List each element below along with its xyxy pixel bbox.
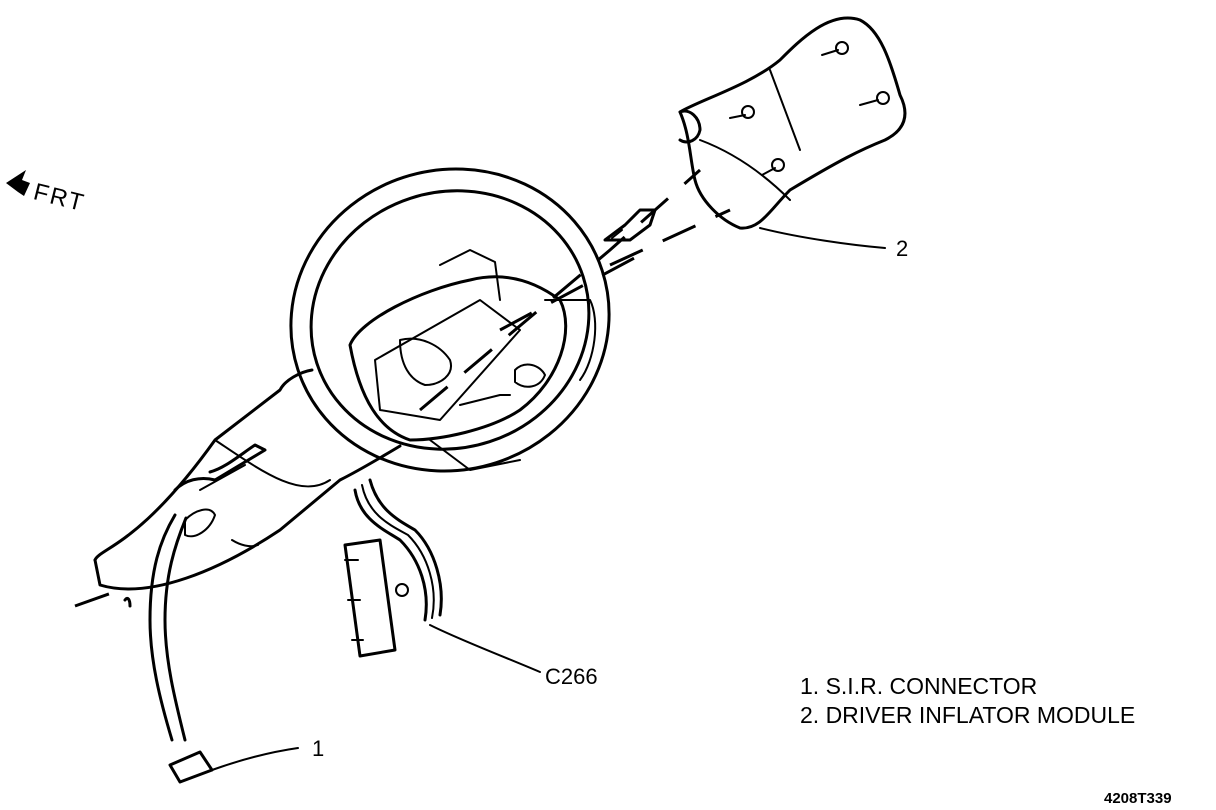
steering-column [74, 368, 402, 608]
c266-harness [343, 478, 443, 658]
steering-wheel [289, 167, 611, 473]
legend-item: 1. S.I.R. CONNECTOR [800, 673, 1038, 699]
callout-driver-inflator-module: 2 [896, 236, 909, 261]
parts-legend: 1. S.I.R. CONNECTOR 2. DRIVER INFLATOR M… [800, 672, 1135, 730]
figure-id: 4208T339 [1104, 790, 1172, 807]
front-arrow-icon [6, 170, 30, 196]
sir-connector-assembly [148, 443, 267, 784]
leader-line-2 [759, 227, 886, 249]
module-connector-pins [603, 208, 657, 242]
callout-c266-connector: C266 [545, 664, 598, 689]
leader-line-1 [211, 747, 299, 771]
assembly-axis-line [419, 168, 701, 412]
callout-sir-connector: 1 [312, 736, 325, 761]
leader-line-c266 [429, 624, 541, 673]
legend-item: 2. DRIVER INFLATOR MODULE [800, 702, 1136, 728]
driver-inflator-module [678, 16, 907, 230]
